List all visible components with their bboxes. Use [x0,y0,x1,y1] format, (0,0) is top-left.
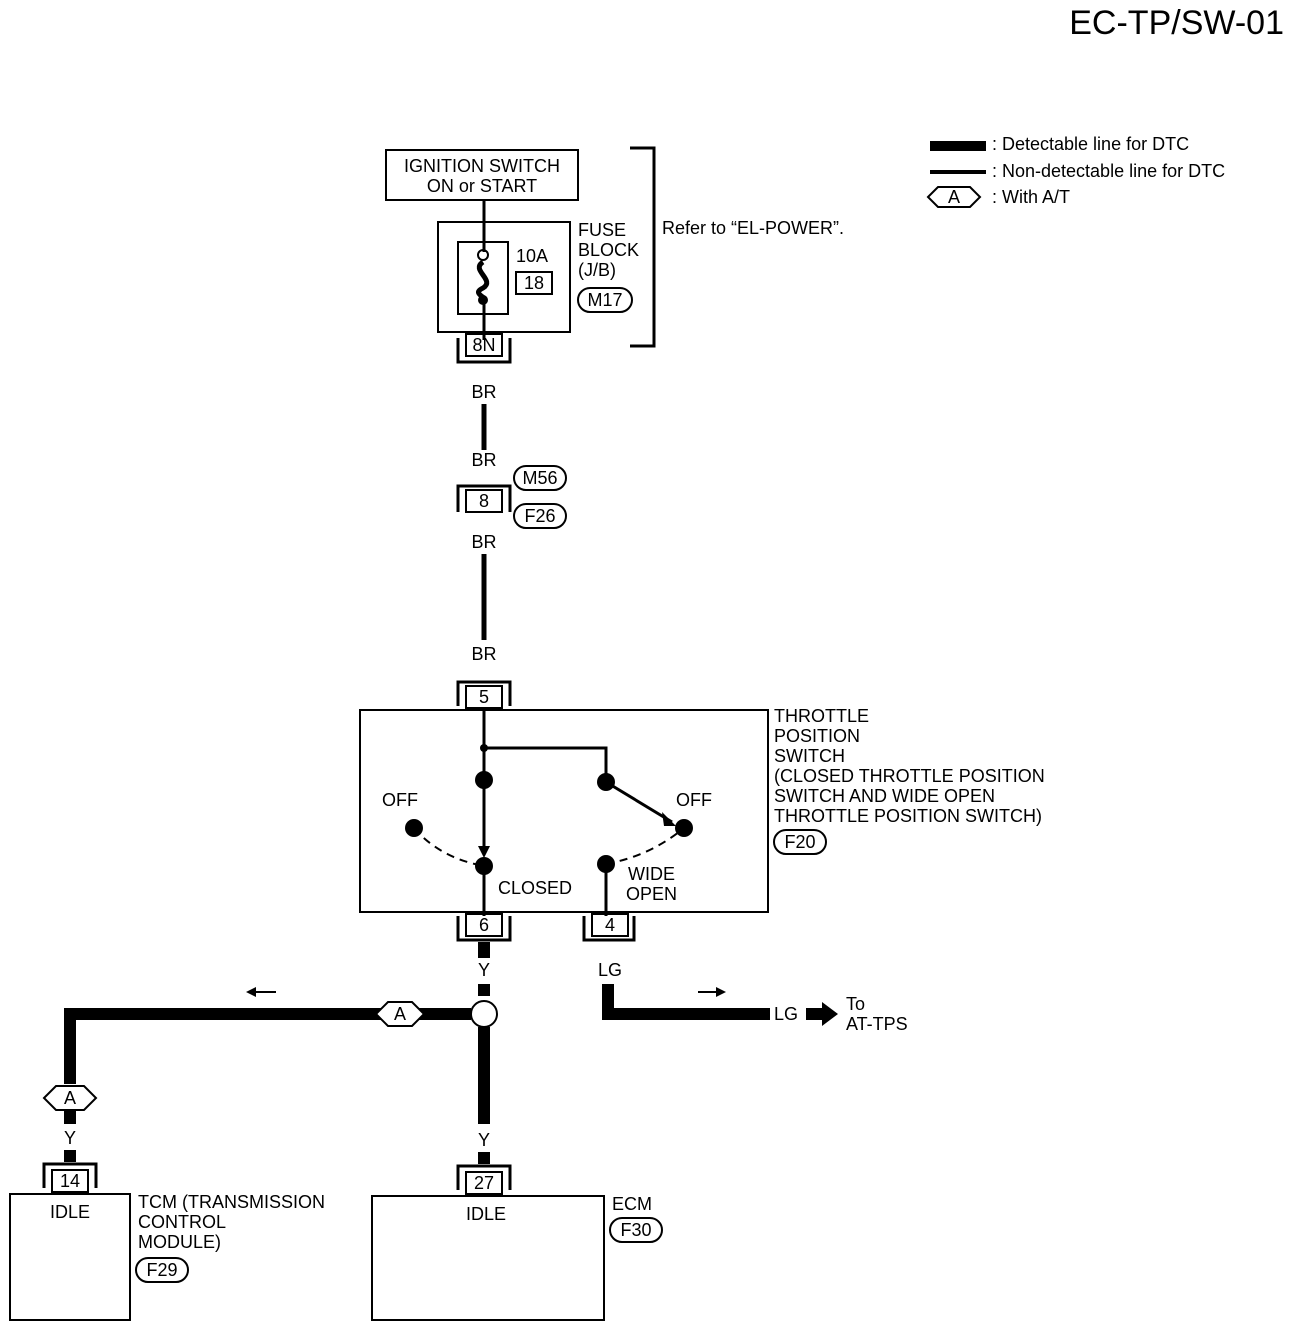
throttle-position-switch: OFF OFF CLOSED WIDE OPEN THROTTLE POSITI… [359,706,1045,916]
wire-color-lg-2: LG [774,1004,798,1024]
fuse-block-connector: M17 [587,290,622,310]
ecm-module: 27 IDLE ECM F30 [371,1164,663,1321]
tcm-label2: CONTROL [138,1212,226,1232]
tps-off-left: OFF [382,790,418,810]
ecm-connector: F30 [620,1220,651,1240]
splice-point [470,1000,498,1028]
wire-color-br-3: BR [471,532,496,552]
wide-switch-arm [605,780,673,824]
ignition-switch: IGNITION SWITCH ON or START [385,149,579,201]
tcm-module: 14 IDLE TCM (TRANSMISSION CONTROL MODULE… [9,1162,325,1321]
diagram-title: EC-TP/SW-01 [1069,4,1284,42]
refer-text: Refer to “EL-POWER”. [662,218,844,238]
ignition-line1: IGNITION SWITCH [404,156,560,176]
tps-closed: CLOSED [498,878,572,898]
tps-off-right: OFF [676,790,712,810]
wire-color-br-4: BR [471,644,496,664]
at-tps-arrow-icon [806,1002,838,1026]
junction-connector-top: M56 [522,468,557,488]
tps-connector: F20 [784,832,815,852]
connector-5: 5 [456,680,512,709]
branch-marker-a [374,1001,426,1027]
wire-color-br-1: BR [471,382,496,402]
fuse-block: 10A 18 FUSE BLOCK (J/B) M17 Refer to “EL… [437,146,844,348]
connector-8n: 8N [456,333,512,364]
at-tps-name: AT-TPS [846,1014,908,1034]
fuse-block-label3: (J/B) [578,260,616,280]
tcm-idle: IDLE [50,1202,90,1222]
fuse-amp: 10A [516,246,548,266]
tps-pin-in: 5 [479,687,489,707]
tps-wide2: OPEN [626,884,677,904]
tps-label2: POSITION [774,726,860,746]
connector-6: 6 [456,913,512,942]
fuse-block-label1: FUSE [578,220,626,240]
y-wire-to-tcm [64,1008,471,1084]
tcm-with-at-marker [42,1085,98,1111]
refer-bracket [630,146,656,348]
tps-wide1: WIDE [628,864,675,884]
ignition-line2: ON or START [427,176,537,196]
tps-pin-wide: 4 [605,915,615,935]
wire-color-y-1: Y [478,960,490,980]
tcm-with-at-text: A [64,1088,76,1108]
branch-marker-a-text: A [394,1004,406,1024]
tps-label4: (CLOSED THROTTLE POSITION [774,766,1045,786]
lg-wire [602,984,770,1020]
legend-non-detectable-text: : Non-detectable line for DTC [992,161,1225,181]
ecm-pin: 27 [474,1173,494,1193]
connector-8n-pin: 8N [472,335,495,355]
legend-detectable-text: : Detectable line for DTC [992,134,1189,154]
fuse-number: 18 [524,273,544,293]
at-tps-to: To [846,994,865,1014]
ecm-idle: IDLE [466,1204,506,1224]
wire-color-br-2: BR [471,450,496,470]
wire-color-lg-1: LG [598,960,622,980]
legend-with-at-text: : With A/T [992,187,1070,207]
connector-4: 4 [582,913,636,942]
junction-connector-8: 8 M56 F26 [456,465,567,529]
junction-connector-bottom: F26 [524,506,555,526]
wire-color-y-2: Y [64,1128,76,1148]
tps-label5: SWITCH AND WIDE OPEN [774,786,995,806]
fuse-block-label2: BLOCK [578,240,639,260]
wire-color-y-3: Y [478,1130,490,1150]
fuse-icon [476,259,490,303]
legend: : Detectable line for DTC : Non-detectab… [926,134,1225,208]
flow-arrow-right [716,987,726,997]
junction-pin: 8 [479,491,489,511]
legend-with-at-code: A [948,187,960,207]
tcm-label1: TCM (TRANSMISSION [138,1192,325,1212]
legend-with-at-marker [926,186,982,208]
tps-pin-closed: 6 [479,915,489,935]
tcm-pin: 14 [60,1171,80,1191]
tps-label3: SWITCH [774,746,845,766]
tps-label6: THROTTLE POSITION SWITCH) [774,806,1042,826]
tps-label1: THROTTLE [774,706,869,726]
ecm-label: ECM [612,1194,652,1214]
tcm-label3: MODULE) [138,1232,221,1252]
fuse-terminal-top [477,249,489,261]
tcm-connector: F29 [146,1260,177,1280]
flow-arrow-left [246,987,256,997]
